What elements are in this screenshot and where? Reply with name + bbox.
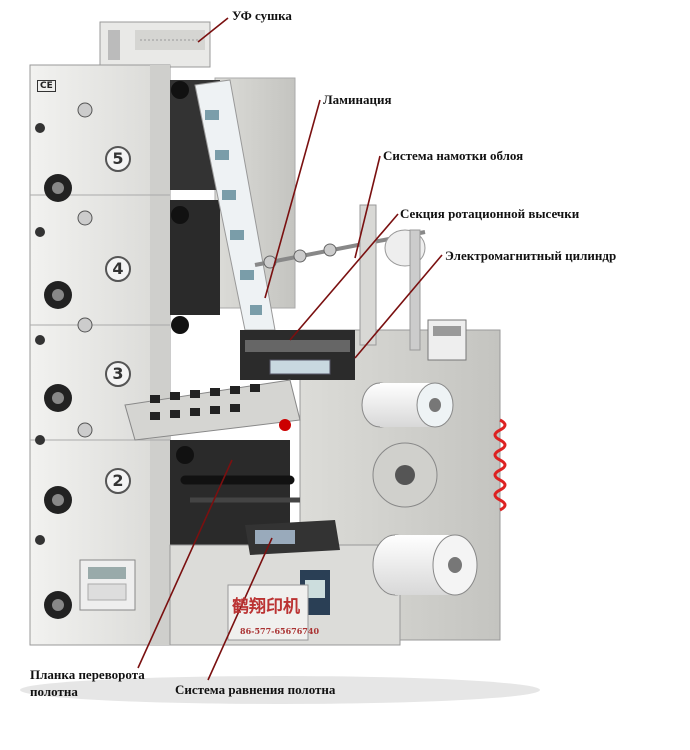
uv-dryer (99, 21, 211, 68)
label-waste-rewind: Система намотки облоя (383, 148, 524, 163)
leader-turnbar (137, 459, 233, 669)
label-rotary-die: Секция ротационной высечки (400, 206, 580, 221)
leader-magnetic (354, 254, 443, 359)
rotary-die-station (240, 330, 355, 380)
label-turn-bar-2: полотна (30, 684, 78, 699)
unit-number-4: 4 (105, 256, 131, 282)
unit-number-3: 3 (105, 361, 131, 387)
label-uv-dryer: УФ сушка (232, 8, 292, 23)
label-web-guide: Система равнения полотна (175, 682, 336, 697)
unit-number-5: 5 (105, 146, 131, 172)
label-lamination: Ламинация (323, 92, 392, 107)
leader-lines (137, 17, 443, 681)
label-roll (361, 382, 454, 428)
turn-bar (180, 475, 300, 503)
leader-uv (197, 17, 229, 43)
control-panel (124, 379, 301, 441)
ce-mark: CE (37, 80, 56, 92)
unit-number-2: 2 (105, 468, 131, 494)
lower-control-box (79, 559, 136, 611)
leader-waste (354, 155, 381, 259)
floor-shadow (20, 676, 540, 704)
label-magnetic-cylinder: Электромагнитный цилиндр (445, 248, 617, 263)
leader-lamination (264, 99, 321, 299)
leader-die (289, 213, 399, 341)
brand-phone: 86-577-65676740 (240, 626, 320, 636)
waste-rewind (254, 204, 426, 351)
label-turn-bar-1: Планка переворота (30, 667, 145, 682)
brand-plate (227, 584, 309, 641)
brand-chars: 鹤翔印机 (232, 597, 300, 617)
leader-webguide (207, 537, 273, 681)
unwind-roll (372, 534, 478, 596)
air-hose (493, 418, 507, 512)
